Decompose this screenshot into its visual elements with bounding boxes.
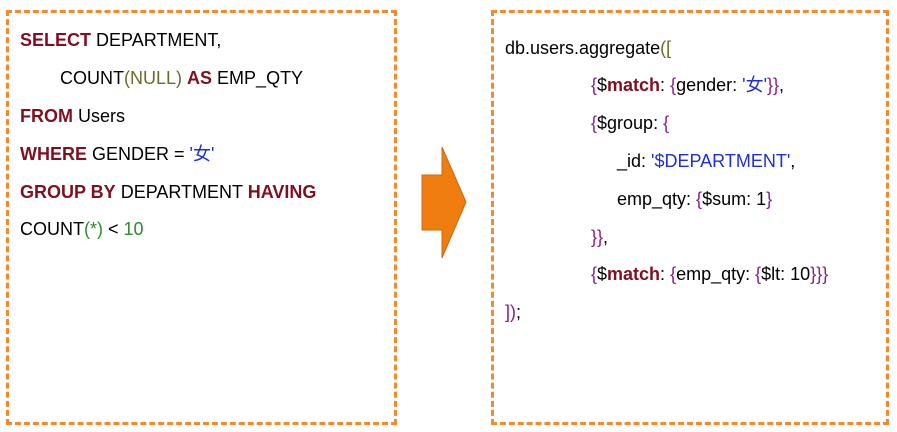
mongo-token-func_paren: ([ [660,38,672,58]
mongo-code-line: {$match: {emp_qty: {$lt: 10}}} [591,263,828,285]
mongo-token-keyword: match [607,75,661,95]
sql-query-panel: SELECT DEPARTMENT,COUNT(NULL) AS EMP_QTY… [6,10,397,425]
sql-token-plain: COUNT [60,68,124,88]
mongo-token-brace: { [591,113,598,133]
sql-token-keyword: GROUP BY [20,182,116,202]
sql-code-line: COUNT(NULL) AS EMP_QTY [60,67,303,89]
mongo-token-plain: emp_qty: [676,264,756,284]
sql-token-plain: < [103,219,124,239]
mongo-code-line: {$group: { [591,112,669,134]
sql-token-plain: Users [73,106,126,126]
mongo-token-brace: { [663,113,670,133]
mongo-token-plain: , [790,151,796,171]
mongo-code-line: ]); [505,301,521,323]
mongo-token-plain: ; [516,302,522,322]
mongo-token-plain: $group: [597,113,664,133]
mongo-token-plain: db.users.aggregate [505,38,661,58]
mongodb-aggregate-panel: db.users.aggregate([{$match: {gender: '女… [491,10,889,425]
sql-code-line: SELECT DEPARTMENT, [20,29,221,51]
sql-code-line: GROUP BY DEPARTMENT HAVING [20,181,316,203]
mongo-token-string: '$DEPARTMENT' [651,151,791,171]
mongo-token-brace: } [766,189,773,209]
mongo-token-brace: { [591,264,598,284]
mongo-token-brace: { [755,264,762,284]
mongo-token-plain: $ [597,75,608,95]
mongo-token-plain: emp_qty: [617,189,697,209]
mongo-token-brace: { [670,264,677,284]
mongo-token-plain: $sum: 1 [702,189,767,209]
mongo-token-plain: $lt: 10 [761,264,811,284]
mongo-token-string: '女' [742,75,768,95]
sql-token-number: 10 [123,219,144,239]
mongo-token-brace: }}} [810,264,829,284]
sql-token-keyword: AS [187,68,213,88]
sql-token-keyword: WHERE [20,144,87,164]
sql-token-keyword: HAVING [247,182,317,202]
mongo-token-brace: { [670,75,677,95]
sql-token-number: (*) [84,219,103,239]
mongo-token-plain: _id: [617,151,652,171]
sql-token-keyword: SELECT [20,30,92,50]
sql-token-plain: EMP_QTY [212,68,304,88]
mongo-token-plain: $ [597,264,608,284]
mongo-code-line: emp_qty: {$sum: 1} [617,188,772,210]
mongo-code-line: {$match: {gender: '女'}}, [591,74,784,96]
mongo-code-line: db.users.aggregate([ [505,37,671,59]
mongo-token-brace: { [591,75,598,95]
mongo-token-plain: : [660,75,671,95]
mongo-token-brace: ]) [505,302,516,322]
sql-code-line: WHERE GENDER = '女' [20,143,214,165]
sql-code-line: FROM Users [20,105,125,127]
mongo-token-brace: }} [591,227,604,247]
mongo-code-line: }}, [591,226,608,248]
sql-token-string: '女' [189,144,215,164]
sql-token-plain: DEPARTMENT [115,182,248,202]
mongo-token-plain: , [603,227,609,247]
mongo-token-plain: , [779,75,785,95]
mongo-token-brace: { [696,189,703,209]
sql-token-plain: GENDER = [87,144,190,164]
mongo-code-line: _id: '$DEPARTMENT', [617,150,795,172]
mongo-token-keyword: match [607,264,661,284]
right-arrow-icon [421,146,467,259]
mongo-token-plain: gender: [676,75,743,95]
sql-token-keyword: FROM [20,106,73,126]
sql-token-plain: COUNT [20,219,84,239]
sql-token-func_paren: (NULL) [124,68,183,88]
sql-code-line: COUNT(*) < 10 [20,218,144,240]
sql-token-plain: DEPARTMENT, [91,30,222,50]
mongo-token-brace: }} [767,75,780,95]
arrow-shape [421,146,467,259]
mongo-token-plain: : [660,264,671,284]
